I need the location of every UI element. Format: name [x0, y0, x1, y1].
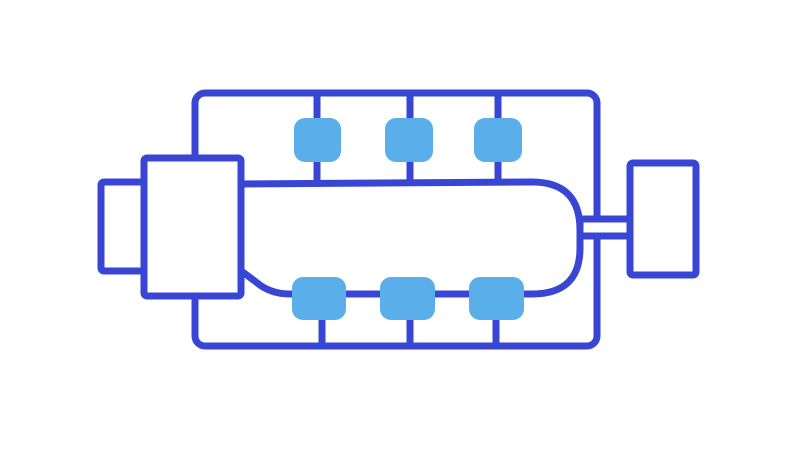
drive-shaft [576, 215, 636, 240]
bottom-cylinder [380, 277, 435, 320]
flywheel-block [626, 159, 700, 279]
bottom-cylinder [469, 277, 524, 320]
crankcase-chamber [236, 178, 584, 298]
top-cylinder [294, 118, 341, 162]
top-cylinder [474, 118, 522, 162]
top-cylinder [385, 118, 433, 162]
cylinder-head-block [140, 154, 245, 300]
bottom-cylinder [292, 277, 346, 320]
